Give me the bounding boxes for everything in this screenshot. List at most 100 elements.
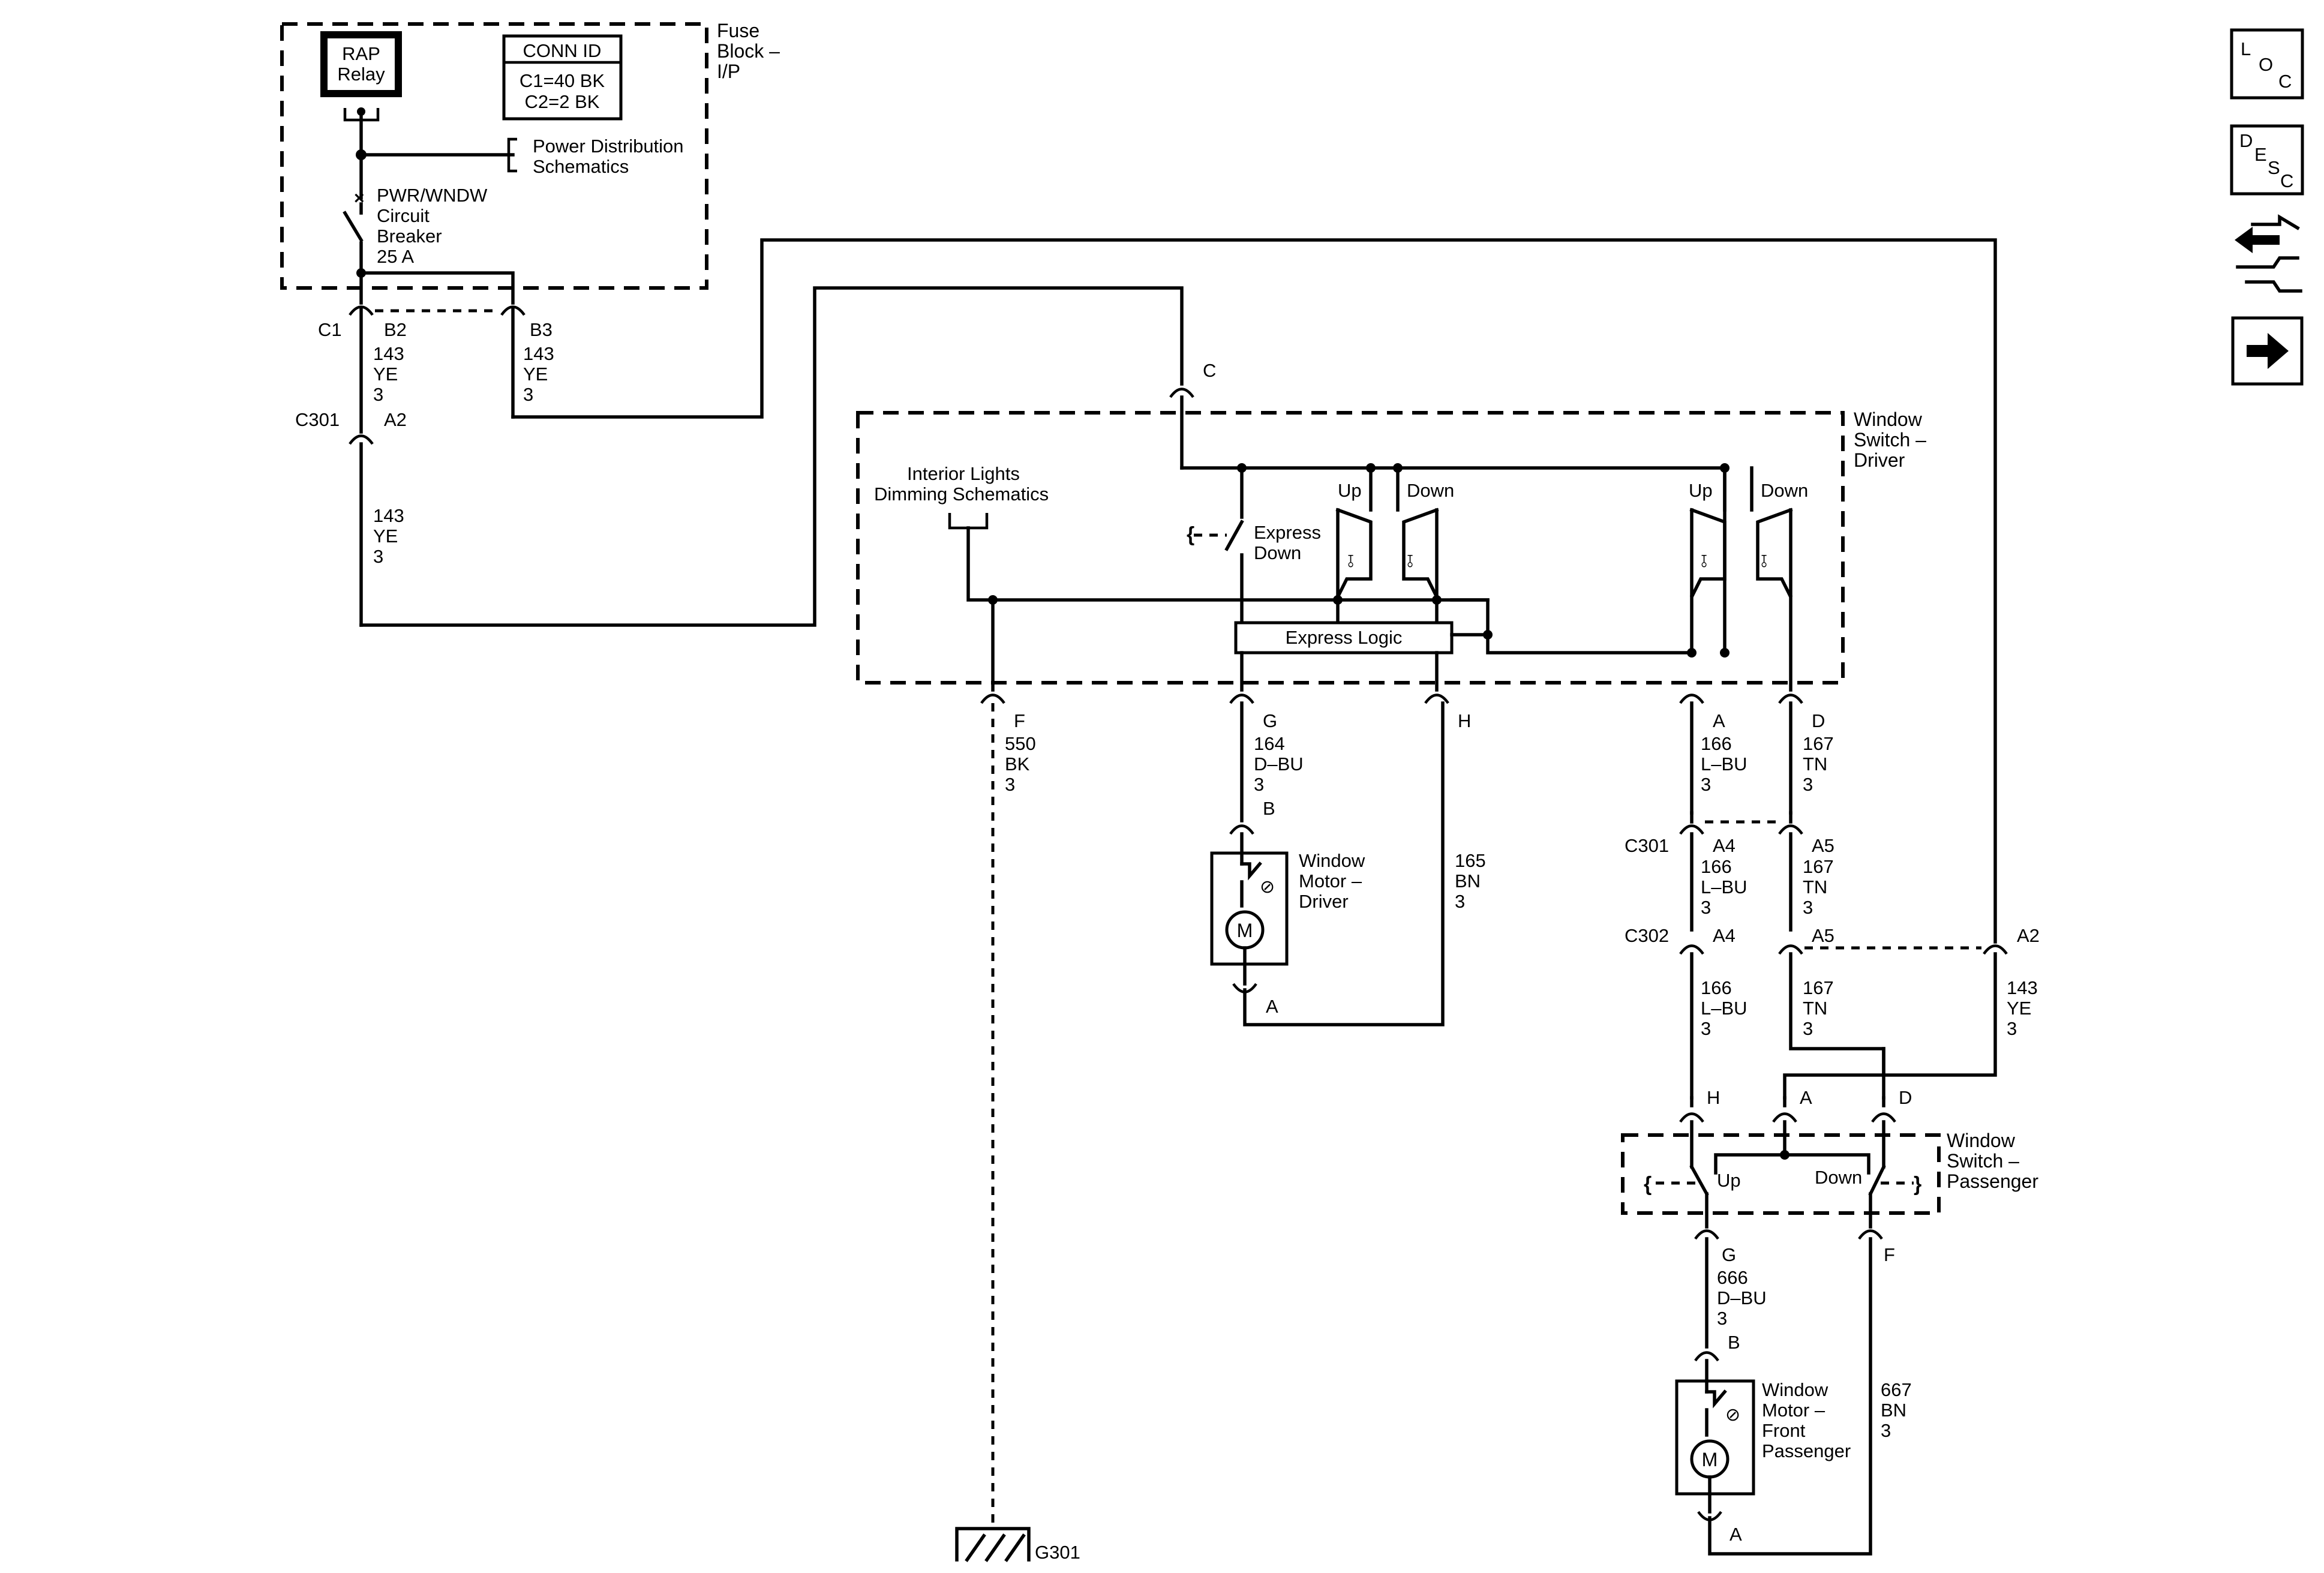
wire-143-b2-3: 3 [373,384,383,405]
connector-b3: B3 [530,319,553,340]
wire-166-a-1: 166 [1701,733,1732,754]
connector-a4-c301: A4 [1713,835,1736,856]
wire-167-c301-3: 3 [1803,897,1813,918]
express-logic-label: Express Logic [1286,627,1403,648]
connector-a2-c302: A2 [2017,925,2040,946]
wire-667-1: 667 [1881,1379,1912,1400]
window-motor-driver: ⊘ M [1210,832,1289,986]
wire-550-2: BK [1005,754,1030,775]
svg-text:⫱: ⫱ [1407,551,1413,571]
loc-letter-c: C [2278,71,2292,92]
passenger-up-label: Up [1717,1170,1741,1191]
loc-button[interactable]: L O C [2230,28,2304,100]
desc-letter-d: D [2239,130,2253,151]
wire-143-c301-3: 3 [373,546,383,567]
motor-driver-symbol: M [1237,920,1253,941]
svg-text:⫱: ⫱ [1347,551,1354,571]
power-distribution-link-2[interactable]: Schematics [533,156,629,177]
interior-lights-link-2[interactable]: Dimming Schematics [874,484,1049,505]
wire-143-c301-2: YE [373,526,398,547]
breaker-label-1: PWR/WNDW [377,185,488,206]
connector-c301-left: C301 [295,409,340,430]
fuse-block-title-1: Fuse [717,20,759,41]
passenger-connector-f: F [1884,1244,1895,1265]
wire-166-a-2: L–BU [1701,754,1747,775]
connector-b2: B2 [384,319,407,340]
connector-c302: C302 [1625,925,1669,946]
ground-symbol [955,1527,1031,1562]
wire-666-3: 3 [1717,1308,1727,1329]
motor-passenger-label-2: Motor – [1762,1400,1825,1421]
express-logic-box [1234,621,1454,655]
wire-167-c302-3: 3 [1803,1018,1813,1039]
window-motor-front-passenger: ⊘ M [1675,1359,1755,1514]
wire-143-c301-1: 143 [373,505,404,526]
connector-a5-c302: A5 [1812,925,1834,946]
motor-driver-label-2: Motor – [1299,870,1362,891]
next-arrow-icon[interactable] [2231,316,2304,386]
wire-143-b3-3: 3 [523,384,533,405]
connector-f: F [1014,710,1025,731]
wire-666-1: 666 [1717,1267,1748,1288]
connector-a5-c301: A5 [1812,835,1834,856]
loc-letter-o: O [2259,54,2273,75]
connector-a2-left: A2 [384,409,407,430]
swap-arrows-icon[interactable] [2235,214,2302,293]
wire-143-a2-1: 143 [2007,977,2038,998]
wire-666-2: D–BU [1717,1287,1767,1308]
motor-passenger-a: A [1730,1524,1742,1545]
conn-id-header: CONN ID [523,40,602,61]
desc-button[interactable]: D E S C [2230,124,2304,196]
svg-text:×: × [354,188,365,208]
wire-164-3: 3 [1254,774,1264,795]
wire-166-c302-2: L–BU [1701,998,1747,1019]
ground-label: G301 [1035,1542,1080,1563]
wire-164-2: D–BU [1254,754,1304,775]
window-switch-driver: Window Switch – Driver Interior Lights D… [856,395,1926,692]
express-down-label-2: Down [1254,542,1301,563]
motor-driver-b: B [1263,798,1275,819]
down-left-label: Down [1407,480,1454,501]
wire-167-c302-2: TN [1803,998,1827,1019]
passenger-connector-a: A [1800,1087,1812,1108]
desc-letter-e: E [2254,144,2267,165]
driver-switch-title-3: Driver [1854,449,1905,471]
motor-passenger-b: B [1728,1332,1740,1353]
conn-id-box [502,34,623,121]
desc-letter-c: C [2280,170,2293,191]
wire-165-3: 3 [1455,891,1465,912]
wire-143-a2-2: YE [2007,998,2031,1019]
wire-143-b3-2: YE [523,364,548,385]
svg-text:{: { [1644,1173,1652,1196]
wire-166-c301-1: 166 [1701,856,1732,877]
wire-166-c302-1: 166 [1701,977,1732,998]
passenger-connector-g: G [1722,1244,1736,1265]
connector-c301-right: C301 [1625,835,1669,856]
fuse-block: Fuse Block – I/P RAP Relay CONN ID C1=40… [280,20,780,305]
fuse-block-title-3: I/P [717,61,740,82]
conn-id-row-2: C2=2 BK [525,91,600,112]
wire-165-2: BN [1455,870,1481,891]
breaker-label-3: Breaker [377,226,442,247]
wire-167-d-2: TN [1803,754,1827,775]
fuse-block-title-2: Block – [717,40,780,62]
connector-a: A [1713,710,1725,731]
wire-667-2: BN [1881,1400,1906,1421]
driver-switch-title-1: Window [1854,409,1923,430]
breaker-label-4: 25 A [377,246,414,267]
wire-550-3: 3 [1005,774,1015,795]
wire-166-c301-2: L–BU [1701,876,1747,897]
power-distribution-link-1[interactable]: Power Distribution [533,136,684,157]
passenger-switch-title-1: Window [1947,1130,2016,1151]
svg-text:⊘: ⊘ [1260,877,1275,897]
rap-relay-label-1: RAP [342,43,380,64]
passenger-connector-h: H [1707,1087,1720,1108]
motor-passenger-label-3: Front [1762,1420,1806,1441]
wire-167-d-3: 3 [1803,774,1813,795]
passenger-switch-title-2: Switch – [1947,1150,2019,1172]
interior-lights-link-1[interactable]: Interior Lights [907,463,1020,484]
wire-143-b2-1: 143 [373,343,404,364]
down-right-label: Down [1761,480,1808,501]
window-switch-passenger: Window Switch – Passenger { } Up Down [1621,1120,2038,1229]
wire-165-1: 165 [1455,850,1486,871]
